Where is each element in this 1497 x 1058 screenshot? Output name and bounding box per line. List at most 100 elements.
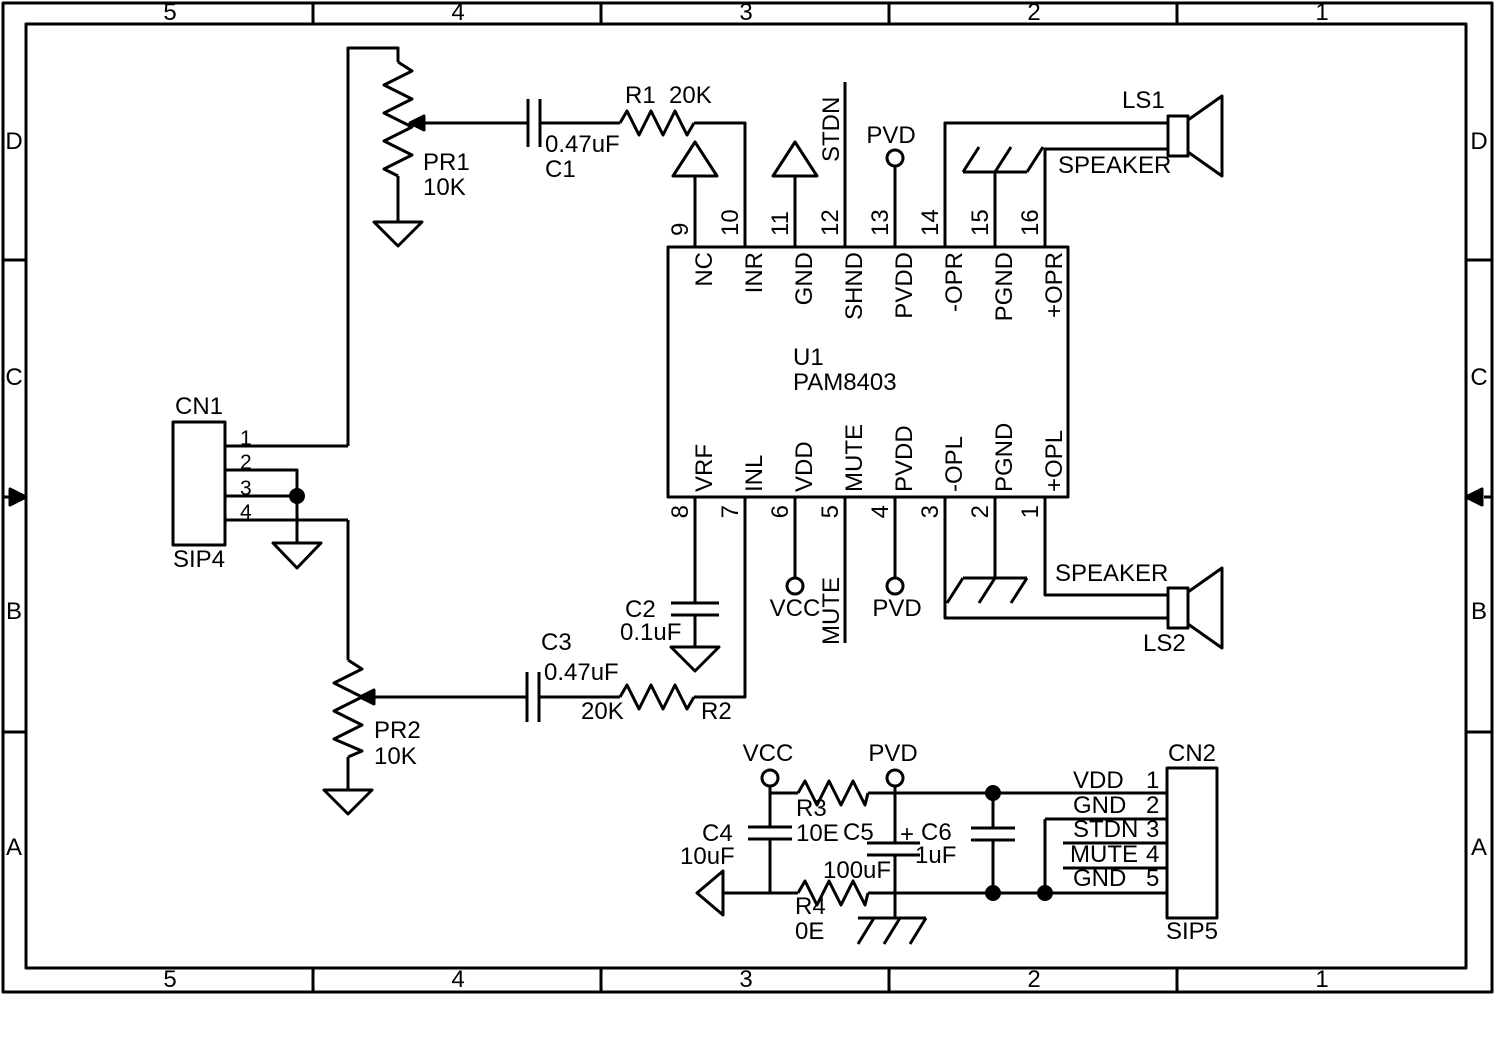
cn1-pin-number: 3 [240,477,252,500]
frame-zone-bottom: 4 [451,966,465,993]
ic-pin-name: PVDD [891,425,918,492]
vcc-terminal-icon [785,576,805,596]
ic-pin-name: -OPL [941,435,968,492]
ic-ref: U1 [793,344,824,371]
frame-zone-top: 4 [451,0,465,26]
net-label-pvd: PVD [868,740,918,767]
frame-zone-left: D [5,128,23,155]
c1-value: 0.47uF [545,131,620,158]
frame-zone-bottom: 1 [1315,966,1329,993]
cn2-ref: CN2 [1168,740,1217,767]
net-label-pvd: PVD [872,595,922,622]
net-label-vcc: VCC [742,740,794,767]
frame-zone-left: A [5,834,23,861]
ic-pin-number: 9 [667,222,694,236]
cn2-pin-name: GND [1073,865,1127,892]
frame-zone-bottom: 3 [739,966,753,993]
ground-icon [372,220,424,248]
r2-value: 20K [581,698,624,725]
ic-pin-name: +OPL [1041,429,1068,492]
c6-capacitor-body [971,793,1015,893]
input-chain-right [346,46,747,446]
connector-cn2-symbol [1165,766,1219,920]
ic-pin-name: PGND [991,422,1018,492]
c6-ref: C6 [921,819,952,846]
c5-value: 100uF [823,857,892,884]
c5-capacitor-body [867,786,920,918]
c5-ref: C5 [843,819,874,846]
r2-ref: R2 [701,698,732,725]
cn1-pin-number: 2 [240,451,252,474]
ic-part: PAM8403 [793,369,897,396]
ls1-label: SPEAKER [1058,152,1172,179]
c2-value: 0.1uF [620,619,682,646]
ic-u1-body [666,245,1070,499]
ground-up-icon [771,140,819,178]
ground-icon [322,788,374,816]
c2-ref: C2 [625,596,656,623]
cn2-pin-number: 2 [1146,792,1160,819]
frame-zone-right: A [1470,834,1488,861]
power-section [695,768,1167,945]
ground-up-icon [671,140,719,178]
r1-ref: R1 [625,82,656,109]
vcc-terminal-icon [760,768,780,788]
ic-pin-name: MUTE [841,424,868,492]
ic-pin-number: 4 [867,505,894,519]
ic-pin-number: 15 [967,209,994,236]
r4-value: 0E [795,918,825,945]
net-label-mute: MUTE [818,577,845,645]
frame-center-arrow-right [1464,487,1484,507]
c4-capacitor-body [748,793,792,893]
cn2-pin-name: GND [1073,792,1127,819]
junction-dot [985,785,1001,801]
ic-pin-number: 1 [1017,505,1044,519]
pr1-resistor-body [382,60,414,178]
ic-pin-name: +OPR [1041,252,1068,319]
cn1-pin-number: 4 [240,501,252,524]
frame-zone-left: B [5,598,23,625]
frame-zone-right: D [1470,128,1488,155]
cn2-type: SIP5 [1166,918,1219,945]
drawing-frame [1,1,1494,994]
c6-value: 1uF [915,842,957,869]
ls2-ref: LS2 [1143,630,1186,657]
frame-zone-top: 5 [163,0,177,26]
r4-resistor-body [796,879,870,907]
pr2-resistor-body [332,658,364,759]
pr2-wiper-arrow [358,688,376,706]
speaker-ls1-symbol [1166,94,1224,178]
pr1-ref: PR1 [423,149,470,176]
ic-pin-number: 7 [717,505,744,519]
r4-ref: R4 [795,893,826,920]
frame-zone-top: 1 [1315,0,1329,26]
chassis-ground-icon [856,916,928,945]
junction-dot [1037,885,1053,901]
r3-ref: R3 [796,795,827,822]
ic-pin-name: INL [741,454,768,492]
ic-pin-number: 6 [767,505,794,519]
ls1-ref: LS1 [1122,87,1165,114]
pr1-value: 10K [423,174,466,201]
ground-icon [271,541,323,570]
cn2-pin-name: VDD [1073,767,1124,794]
ic-pin-name: VDD [791,441,818,492]
ic-pin-number: 2 [967,505,994,519]
ic-pin-name: PVDD [891,252,918,319]
r1-value: 20K [669,82,712,109]
c5-plus: + [900,821,915,848]
ic-top-wiring [671,82,1168,247]
ground-icon [669,645,721,673]
ic-pin-number: 8 [667,505,694,519]
net-label-vcc: VCC [769,595,821,622]
cn1-ref: CN1 [175,393,224,420]
ic-pin-name: VRF [691,444,718,492]
ic-pin-name: SHND [841,252,868,321]
frame-zone-left: C [5,364,23,391]
ic-pin-name: PGND [991,252,1018,322]
junction-dot [289,488,305,504]
input-chain-left [322,497,747,816]
cn2-pin-name: STDN [1073,816,1139,843]
